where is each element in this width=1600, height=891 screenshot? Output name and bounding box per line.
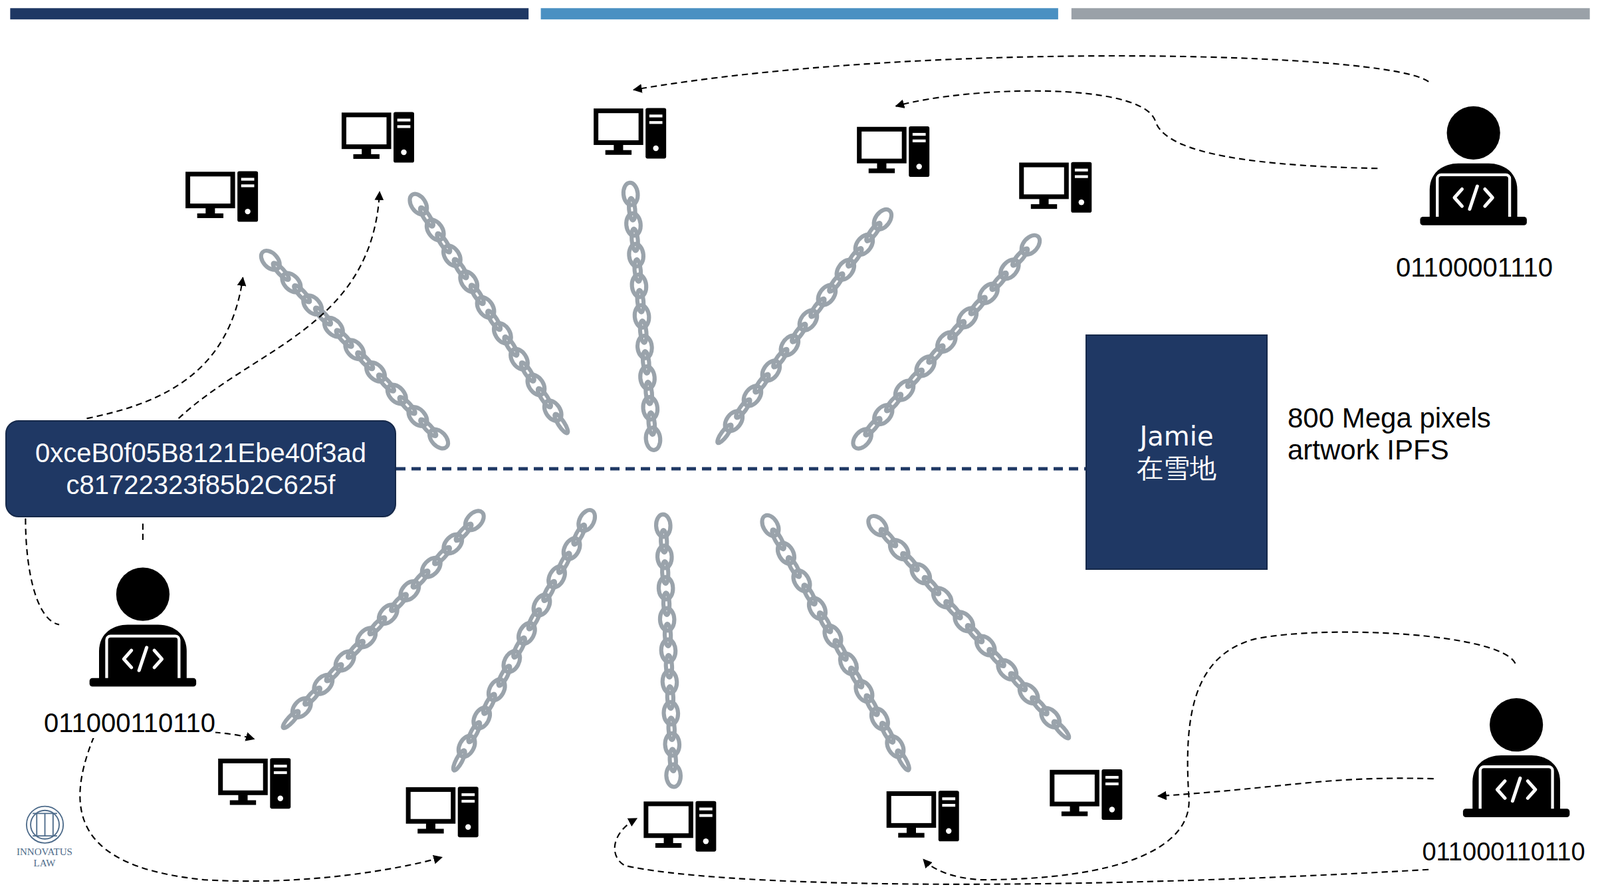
chain-link [552,412,570,435]
node-text: Jamie [1140,420,1214,453]
chain-link [929,584,956,611]
address-box: 0xceB0f05B8121Ebe40f3ad c81722323f85b2C6… [5,420,397,518]
chain-link [886,536,913,563]
chain-link [1015,680,1042,707]
chain-link [426,425,453,452]
chain-link [933,328,960,355]
node-text: 在雪地 [1136,452,1217,484]
chain-link [644,426,661,451]
chain-link [374,600,401,627]
binary-id: 01100001110 [1395,251,1553,283]
chain-link [1051,719,1071,740]
chain-link [908,560,934,587]
chain-link [975,280,1002,308]
chain-link [894,749,912,772]
logo-text: INNOVATUS LAW [7,846,82,870]
chain-link [715,422,734,445]
chain-link [864,512,891,539]
chain-link [383,380,410,407]
chain-link [331,647,358,674]
chain-link [997,255,1023,283]
chain-link [451,748,468,772]
chain-link [440,530,466,557]
chain-link [912,352,938,380]
chain-link [666,763,682,788]
chain-link [281,709,302,730]
chain-link [1017,231,1043,259]
chain-link [404,403,431,430]
chain-link [353,624,380,651]
chain-link [1037,704,1064,731]
chain-link [310,671,337,698]
chain-link [972,632,999,659]
artwork-box: Jamie在雪地 [1085,334,1268,570]
top-bars [9,7,1590,20]
chain-link [278,269,305,296]
chain-link [418,554,445,581]
chain-link [870,401,897,429]
chain-link [362,358,389,385]
chain-link [396,577,423,604]
node-text: 0xceB0f05B8121Ebe40f3ad c81722323f85b2C6… [15,436,386,501]
binary-id: 011000110110 [1421,837,1585,867]
ipfs-note: 800 Mega pixels artwork IPFS [1287,402,1527,467]
chain-link [341,336,368,363]
chain-link [288,694,315,721]
dashed-connector [396,467,1086,471]
logo-emblem [26,806,64,843]
binary-id: 011000110110 [43,707,216,738]
chain-link [994,656,1021,683]
chain-link [461,507,488,534]
chain-link [320,313,347,340]
chain-link [299,291,326,318]
chain-link [951,608,978,635]
chain-link [954,304,980,332]
chain-link [257,247,284,274]
chain-link [891,376,917,404]
chain-link [849,425,875,453]
